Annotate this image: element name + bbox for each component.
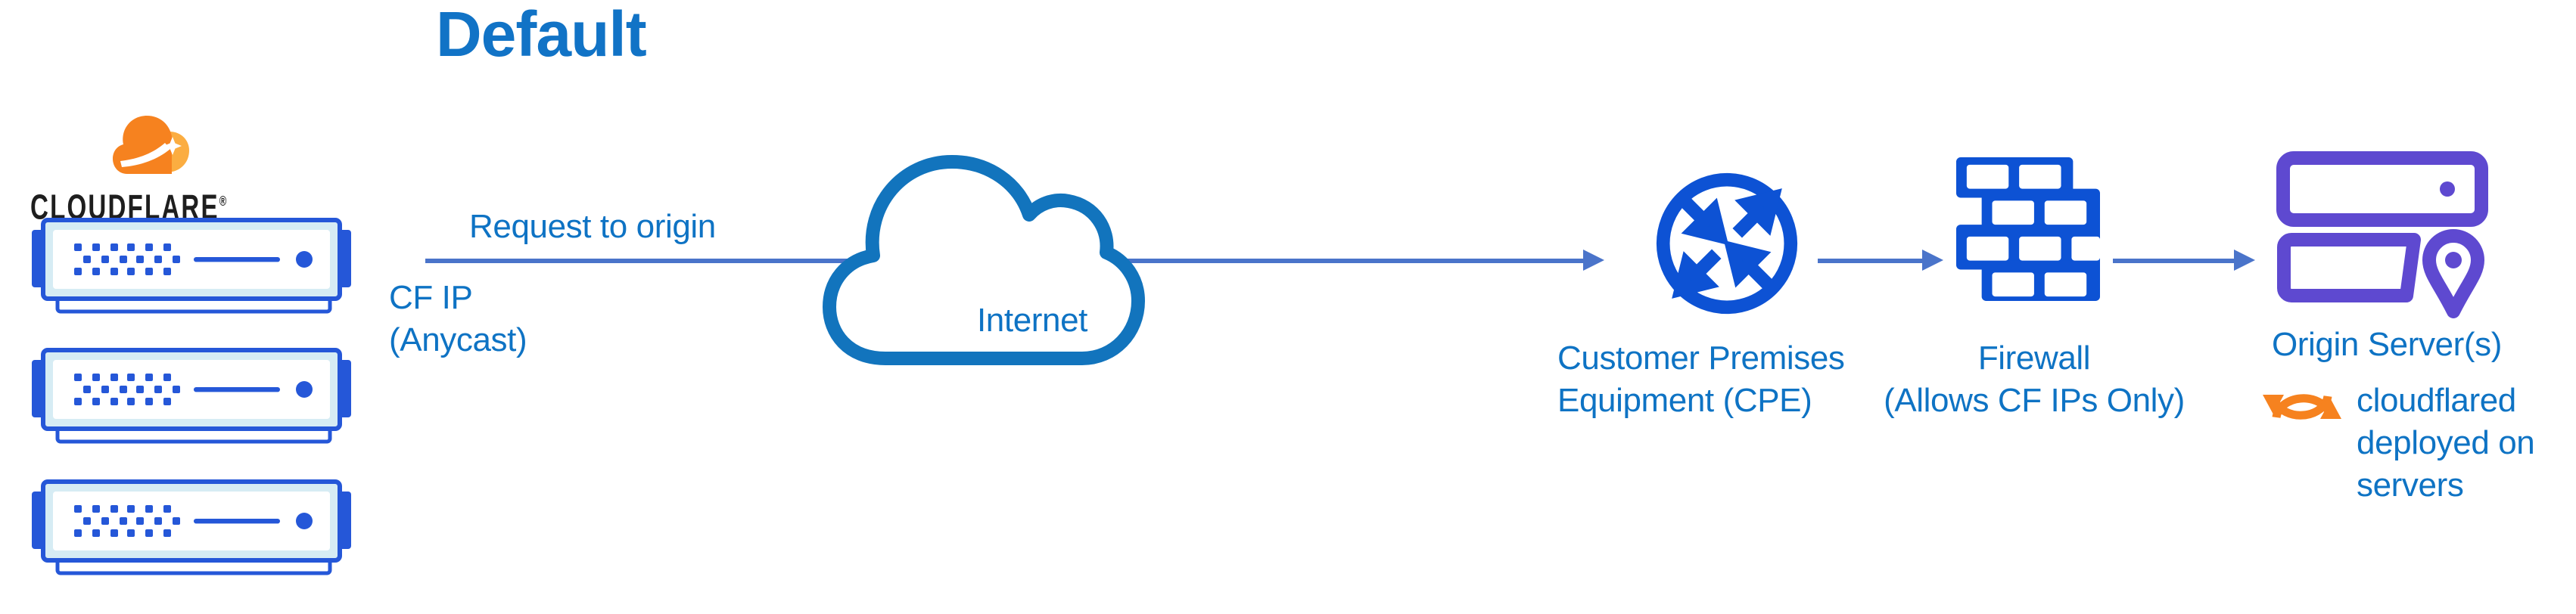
origin-servers-icon <box>2276 151 2488 318</box>
cloudflared-note: cloudflared deployed on servers <box>2357 381 2535 504</box>
sync-icon <box>2263 394 2341 420</box>
cf-ip-label: CF IP (Anycast) <box>389 278 527 358</box>
registered-mark: ® <box>219 194 227 209</box>
cpe-firewall-arrow-head-icon <box>1922 250 1943 271</box>
request-arrow-label: Request to origin <box>469 207 716 245</box>
firewall-origin-arrow-line <box>2113 258 2234 263</box>
edge-server-icon <box>32 479 351 576</box>
page-title: Default <box>436 0 647 70</box>
edge-server-icon <box>32 218 351 315</box>
location-pin-icon <box>2422 229 2484 318</box>
internet-label: Internet <box>976 301 1087 339</box>
request-arrow-head-icon <box>1583 250 1604 271</box>
firewall-origin-arrow-head-icon <box>2234 250 2255 271</box>
firewall-label: Firewall (Allows CF IPs Only) <box>1884 339 2185 419</box>
cpe-label: Customer Premises Equipment (CPE) <box>1557 339 1845 419</box>
cpe-router-icon <box>1656 172 1798 315</box>
cloudflare-logo-icon <box>113 116 189 174</box>
firewall-icon <box>1956 157 2100 301</box>
edge-server-icon <box>32 348 351 445</box>
origin-label: Origin Server(s) <box>2271 325 2503 363</box>
cpe-firewall-arrow-line <box>1818 258 1922 263</box>
internet-cloud-icon <box>823 155 1145 365</box>
